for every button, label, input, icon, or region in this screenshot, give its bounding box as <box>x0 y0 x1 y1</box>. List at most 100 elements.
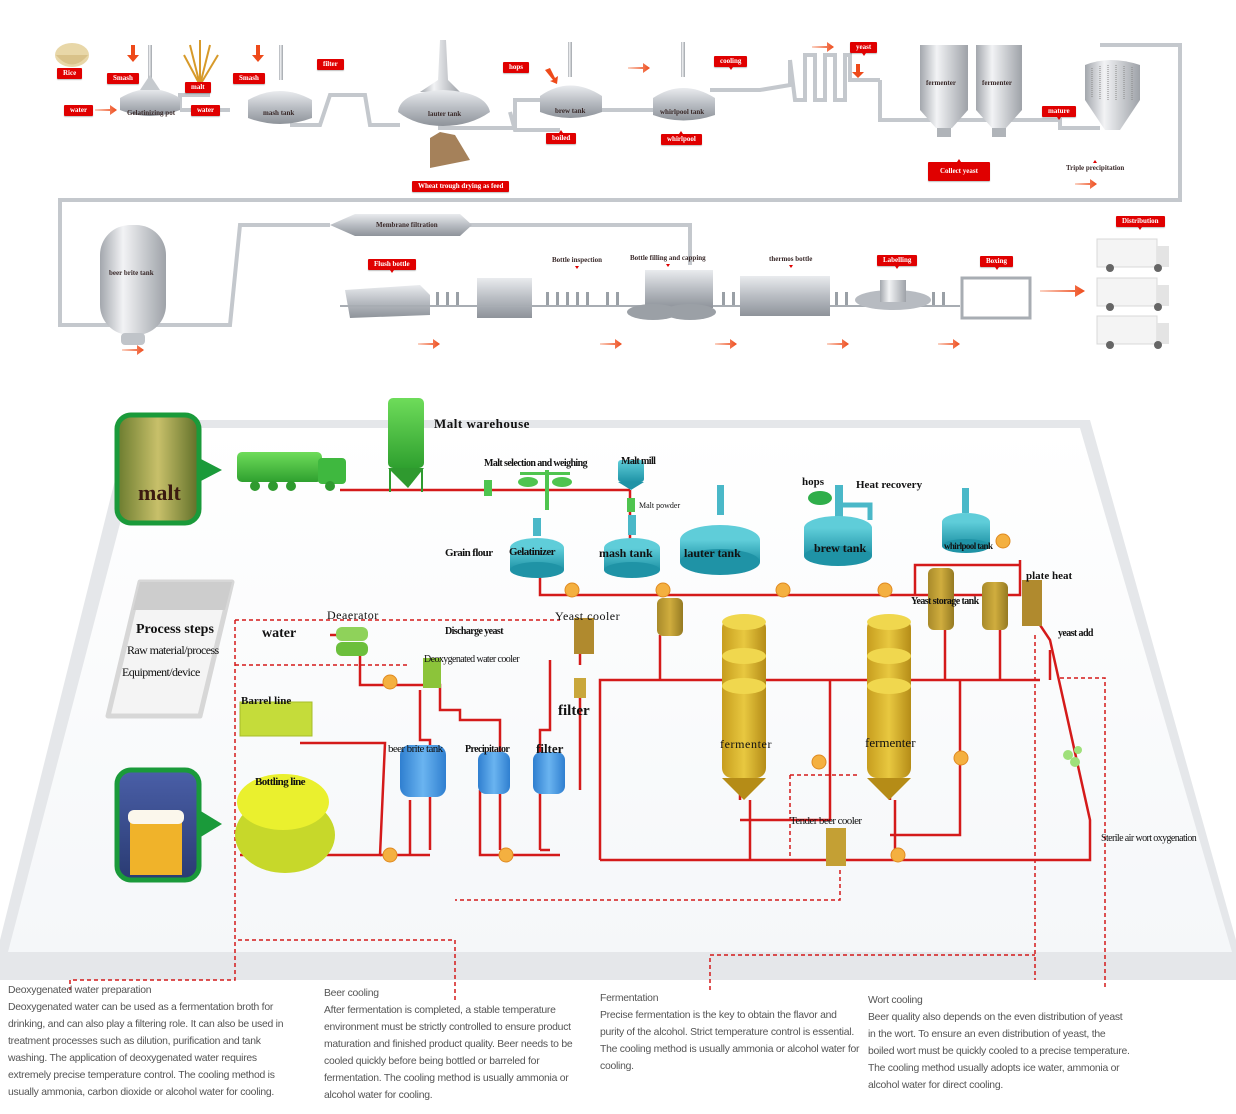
pump-icons <box>382 533 1011 863</box>
label-malt-selection: Malt selection and weighing <box>484 458 588 469</box>
label-whirlpool-tank: whirlpool tank <box>944 541 993 551</box>
desc-body: Deoxygenated water can be used as a ferm… <box>8 1002 284 1098</box>
label-beer-brite-tank: beer brite tank <box>388 743 443 755</box>
label-bottling-line: Bottling line <box>255 776 306 788</box>
label-lauter-tank: lauter tank <box>428 110 462 118</box>
label-water: water <box>262 626 297 641</box>
wheat-icon <box>183 40 219 86</box>
label-deoxygenated-water-cooler: Deoxygenated water cooler <box>424 654 520 665</box>
label-malt-mill: Malt mill <box>621 456 656 467</box>
brewery-plant-layout: malt Process steps Raw material/process … <box>0 380 1236 1114</box>
tag-triple-precipitation: Triple precipitation <box>1060 160 1130 174</box>
beer-callout-image <box>114 767 222 883</box>
desc-title: Beer cooling <box>324 988 379 999</box>
tag-labelling: Labelling <box>877 255 918 269</box>
tag-boiled: boiled <box>546 130 577 144</box>
delivery-trucks <box>1096 238 1169 349</box>
gelatinizing-pot-vessel <box>120 45 180 116</box>
desc-body: Precise fermentation is the key to obtai… <box>600 1010 860 1072</box>
label-yeast-add: yeast add <box>1058 628 1093 639</box>
heat-exchangers <box>423 580 1042 866</box>
tag-wheat-trough: Wheat trough drying as feed <box>412 181 510 192</box>
malt-truck <box>237 452 346 491</box>
precipitation-tank-vessel <box>1085 60 1140 130</box>
label-whirlpool-tank: whirlpool tank <box>660 108 705 116</box>
label-yeast-cooler: Yeast cooler <box>555 609 621 623</box>
label-lauter-tank: lauter tank <box>684 546 741 560</box>
label-precipitator: Precipitator <box>465 744 510 755</box>
label-grain-flour: Grain flour <box>445 547 493 559</box>
label-fermenter-2: fermenter <box>982 79 1012 87</box>
desc-fermentation: Fermentation Precise fermentation is the… <box>600 990 862 1075</box>
plant-graphics <box>0 398 1236 1000</box>
tag-flush-bottle: Flush bottle <box>368 259 416 273</box>
tag-whirlpool: whirlpool <box>661 131 702 145</box>
tag-thermos-bottle: thermos bottle <box>763 254 818 268</box>
bright-beer-tanks <box>400 745 565 797</box>
rice-icon <box>55 43 89 67</box>
tag-yeast: yeast <box>850 42 878 56</box>
overview-graphics <box>55 40 1182 355</box>
tag-bottle-inspection: Bottle inspection <box>546 255 608 269</box>
brewing-flow-overview: Rice water Smash malt water Smash filter… <box>0 0 1236 380</box>
lauter-tank-vessel <box>398 40 490 168</box>
tag-filter: filter <box>317 59 344 70</box>
desc-title: Wort cooling <box>868 995 923 1006</box>
barrel-line-machine <box>239 701 313 737</box>
label-discharge-yeast: Discharge yeast <box>445 626 504 637</box>
steel-pipes <box>58 43 1182 327</box>
beer-brite-tank-vessel <box>100 225 166 345</box>
legend-raw-material: Raw material/process <box>127 643 219 657</box>
legend-process-steps: Process steps <box>136 622 214 637</box>
legend-equipment: Equipment/device <box>122 665 200 679</box>
fermentation-tanks <box>657 568 1008 800</box>
label-gelatinizing-pot: Gelatinizing pot <box>127 109 176 117</box>
tag-water-in: water <box>64 105 94 116</box>
label-malt-warehouse: Malt warehouse <box>434 416 530 431</box>
tag-collect-yeast: Collect yeast <box>928 159 990 181</box>
brewhouse-tanks <box>510 485 990 578</box>
desc-title: Fermentation <box>600 993 659 1004</box>
tag-bottle-filling: Bottle filling and capping <box>624 253 712 267</box>
callout-malt-label: malt <box>138 480 181 505</box>
label-plate-heat: plate heat <box>1026 570 1073 582</box>
tag-hops: hops <box>503 62 530 73</box>
label-brew-tank: brew tank <box>555 107 586 115</box>
fermenter-vessels <box>920 45 1022 137</box>
desc-wort-cooling: Wort cooling Beer quality also depends o… <box>868 992 1132 1094</box>
label-tender-beer-cooler: Tender beer cooler <box>790 815 862 827</box>
desc-title: Deoxygenated water preparation <box>8 985 152 996</box>
tag-boxing: Boxing <box>980 256 1014 270</box>
whirlpool-tank-vessel <box>653 42 715 121</box>
label-filter-1: filter <box>558 703 590 719</box>
tag-malt: malt <box>185 82 211 93</box>
tag-rice: Rice <box>57 68 83 79</box>
label-barrel-line: Barrel line <box>241 695 292 707</box>
down-arrows <box>127 45 864 84</box>
oxygenation-bubbles <box>1063 746 1082 767</box>
membrane-filtration-unit <box>330 214 472 236</box>
dashed-cooling-lines <box>69 619 1106 1000</box>
mash-tank-vessel <box>248 45 312 124</box>
brew-tank-vessel <box>540 42 602 118</box>
label-fermenter-2: fermenter <box>865 735 916 750</box>
label-hops: hops <box>802 476 825 488</box>
tag-distribution: Distribution <box>1116 216 1165 230</box>
label-yeast-storage-tank: Yeast storage tank <box>911 596 979 607</box>
label-mash-tank: mash tank <box>599 546 653 560</box>
label-fermenter-1: fermenter <box>720 737 773 751</box>
bottling-line-machine <box>235 774 335 873</box>
label-beer-brite-tank: beer brite tank <box>109 269 154 277</box>
malt-callout-image <box>114 412 222 526</box>
label-filter-2: filter <box>536 741 564 756</box>
label-fermenter-1: fermenter <box>926 79 956 87</box>
desc-beer-cooling: Beer cooling After fermentation is compl… <box>324 985 586 1104</box>
label-membrane-filtration: Membrane filtration <box>376 221 438 229</box>
tag-cooling: cooling <box>714 56 748 70</box>
label-deaerator: Deaerator <box>327 608 379 622</box>
label-malt-powder: Malt powder <box>639 501 681 510</box>
tag-water-2: water <box>191 105 221 116</box>
malt-mill <box>618 460 644 512</box>
deaerator <box>336 627 368 656</box>
malt-scale <box>484 470 572 510</box>
